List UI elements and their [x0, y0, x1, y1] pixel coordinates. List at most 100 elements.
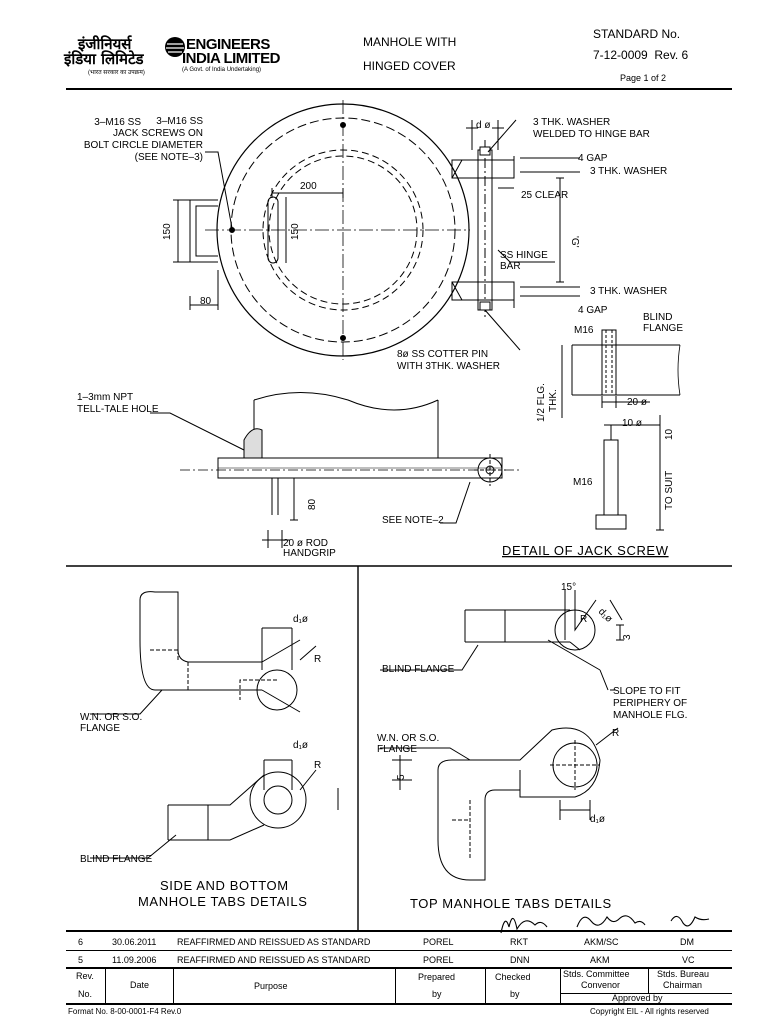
jack-dim-10h: 10 ø — [622, 418, 642, 429]
sb-r-top: R — [314, 654, 321, 665]
page-number: Page 1 of 2 — [620, 73, 667, 83]
jack-dim-10v: 10 — [664, 428, 675, 440]
rev-cell: 5 — [78, 955, 84, 965]
prepared-cell: POREL — [423, 955, 454, 965]
npt-line2: TELL-TALE HOLE — [77, 404, 159, 415]
dim-150-inner: 150 — [290, 223, 301, 240]
dim-80-top: 80 — [200, 296, 212, 307]
jack-blind-line1: BLIND — [643, 312, 672, 323]
dim-150-left: 150 — [162, 223, 173, 240]
table-top-rule — [66, 930, 732, 932]
hdr-prepared-2: by — [432, 989, 442, 999]
hdr-chairman-1: Stds. Bureau — [657, 969, 710, 979]
tt-slope-line1: SLOPE TO FIT — [613, 686, 680, 697]
row-rule-2 — [66, 967, 732, 969]
flg-thk-line1: 1/2 FLG. — [536, 383, 547, 422]
jack-note-line2: JACK SCREWS ON — [113, 128, 203, 139]
signatures — [500, 915, 710, 934]
jack-m16-top: M16 — [574, 325, 594, 336]
sb-blind-flange: BLIND FLANGE — [80, 854, 153, 865]
gap-top: 4 GAP — [578, 153, 608, 164]
copyright: Copyright EIL - All rights reserved — [590, 1007, 709, 1016]
jack-m16-bottom: M16 — [573, 477, 593, 488]
header-rule — [66, 88, 732, 90]
hdr-convenor-2: Convenor — [581, 980, 621, 990]
hdr-date: Date — [130, 980, 150, 990]
sb-wn-line2: FLANGE — [80, 723, 120, 734]
to-suit: TO SUIT — [664, 471, 675, 510]
hinge-bar-line1: SS HINGE — [500, 250, 548, 261]
hdr-checked-2: by — [510, 989, 520, 999]
npt-line1: 1–3mm NPT — [77, 392, 133, 403]
purpose-cell: REAFFIRMED AND REISSUED AS STANDARD — [177, 955, 371, 965]
logo-en-line1: ENGINEERS — [186, 36, 270, 53]
approved-rule — [560, 993, 732, 994]
hdr-chairman-2: Chairman — [663, 980, 703, 990]
tt-r2: R — [612, 728, 619, 739]
sb-d1-bottom: d₁ø — [293, 740, 308, 751]
title-line1: MANHOLE WITH — [363, 35, 457, 49]
hdr-purpose: Purpose — [254, 981, 288, 991]
tt-blind-flange: BLIND FLANGE — [382, 664, 455, 675]
jack-note-line4: (SEE NOTE–3) — [135, 152, 203, 163]
tt-d1-2: d₁ø — [590, 814, 605, 825]
tt-r: R — [580, 614, 587, 625]
date-cell: 11.09.2006 — [112, 955, 157, 965]
flg-thk-line2: THK. — [548, 389, 559, 412]
hdr-checked-1: Checked — [495, 972, 531, 982]
format-number: Format No. 8-00-0001-F4 Rev.0 — [68, 1007, 182, 1016]
logo-hindi-tagline: (भारत सरकार का उपक्रम) — [88, 70, 145, 76]
hdr-convenor-1: Stds. Committee — [563, 969, 630, 979]
tt-slope-line3: MANHOLE FLG. — [613, 710, 687, 721]
table-bottom-rule — [66, 1003, 732, 1005]
tt-title: TOP MANHOLE TABS DETAILS — [410, 896, 612, 911]
cotter-pin-line2: WITH 3THK. WASHER — [397, 361, 500, 372]
sb-r-bottom: R — [314, 760, 321, 771]
clear-25: 25 CLEAR — [521, 190, 568, 201]
col-rule-rev — [105, 968, 106, 1003]
jack-note-line3: BOLT CIRCLE DIAMETER — [84, 140, 203, 151]
convenor-cell: AKM/SC — [584, 937, 619, 947]
hdr-approved: Approved by — [612, 993, 663, 1003]
cotter-pin-line1: 8ø SS COTTER PIN — [397, 349, 488, 360]
hdr-prepared-1: Prepared — [418, 972, 456, 982]
washer-welded-line1: 3 THK. WASHER — [533, 117, 610, 128]
tt-wn-line1: W.N. OR S.O. — [377, 733, 439, 744]
engineering-drawing: 3–M16 SS 3–M16 SS 3–M16 SS JACK SCREWS O… — [66, 100, 732, 930]
tt-dim-3: 3 — [622, 634, 633, 640]
chairman-cell: DM — [680, 937, 694, 947]
sb-title-line2: MANHOLE TABS DETAILS — [138, 894, 308, 909]
col-rule-checked — [560, 968, 561, 1003]
col-rule-date — [173, 968, 174, 1003]
see-note-2: SEE NOTE–2 — [382, 515, 444, 526]
eil-logo: इंजीनियर्स इंडिया लिमिटेड (भारत सरकार का… — [64, 30, 304, 78]
jack-note-line1: 3–M16 SS — [156, 116, 203, 127]
logo-globe-icon — [165, 37, 185, 57]
tt-dim-5: 5 — [396, 774, 407, 780]
rod-line1: 20 ø ROD — [283, 538, 328, 549]
tt-d1: d₁ø — [596, 606, 614, 624]
jack-note-1: 3–M16 SS — [94, 117, 141, 128]
tt-slope-line2: PERIPHERY OF — [613, 698, 687, 709]
hinge-bar-line2: BAR — [500, 261, 521, 272]
rev-cell: 6 — [78, 937, 84, 947]
washer-welded-line2: WELDED TO HINGE BAR — [533, 129, 650, 140]
gap-bottom: 4 GAP — [578, 305, 608, 316]
logo-hindi-line1: इंजीनियर्स — [78, 35, 132, 53]
logo-en-line2: INDIA LIMITED — [182, 50, 280, 67]
tt-wn-line2: FLANGE — [377, 744, 417, 755]
dim-200: 200 — [300, 181, 317, 192]
dim-80-side: 80 — [307, 498, 318, 510]
checked-cell: DNN — [510, 955, 530, 965]
hdr-rev-2: No. — [78, 989, 93, 999]
checked-cell: RKT — [510, 937, 528, 947]
hdr-rev-1: Rev. — [76, 971, 94, 981]
logo-tagline: (A Govt. of India Undertaking) — [182, 67, 262, 73]
jack-blind-line2: FLANGE — [643, 323, 683, 334]
col-rule-convenor — [648, 968, 649, 993]
rod-line2: HANDGRIP — [283, 548, 336, 559]
prepared-cell: POREL — [423, 937, 454, 947]
title-line2: HINGED COVER — [363, 59, 456, 73]
sb-title-line1: SIDE AND BOTTOM — [160, 878, 289, 893]
date-cell: 30.06.2011 — [112, 937, 157, 947]
